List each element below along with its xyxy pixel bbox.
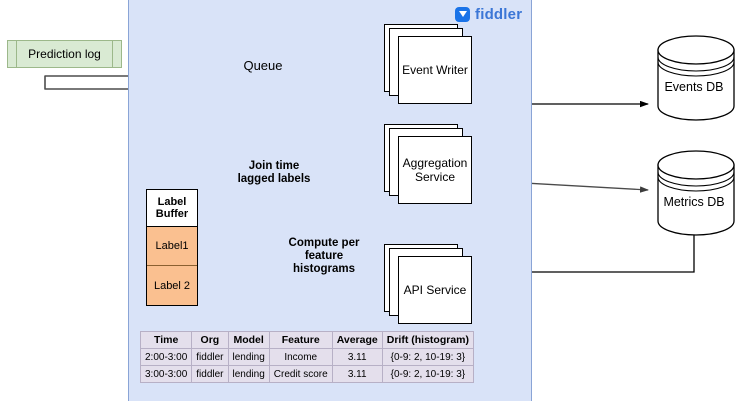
cell-time: 3:00-3:00 (139, 365, 193, 383)
cell-time: 2:00-3:00 (139, 348, 193, 366)
events-db-node: Events DB (656, 40, 732, 116)
metrics-table: Time Org Model Feature Average Drift (hi… (139, 331, 475, 383)
cell-feature: Income (268, 348, 333, 366)
table-row: 2:00-3:00 fiddler lending Income 3.11 {0… (139, 348, 475, 366)
cell-model: lending (227, 348, 270, 366)
cell-drift: {0-9: 2, 10-19: 3} (381, 365, 475, 383)
label-buffer: Label Buffer Label1 Label 2 (146, 189, 198, 306)
events-db-label: Events DB (664, 80, 724, 94)
api-service-node: API Service (384, 244, 476, 324)
queue-node: Queue (211, 34, 337, 96)
predlog-left-rule (16, 41, 17, 67)
fiddler-logo: fiddler (455, 3, 522, 25)
annotation-hist-line2: feature (304, 250, 344, 262)
cell-model: lending (227, 365, 270, 383)
brand-wordmark: fiddler (475, 5, 523, 23)
aggregation-service-node: Aggregation Service (384, 124, 476, 204)
annotation-join-line1: Join time (248, 160, 300, 172)
predlog-right-rule (112, 41, 113, 67)
cell-average: 3.11 (331, 365, 383, 383)
event-writer-node: Event Writer (384, 24, 476, 104)
label-buffer-title-line2: Buffer (155, 208, 189, 220)
cell-feature: Credit score (268, 365, 333, 383)
queue-label: Queue (243, 58, 283, 73)
cell-org: fiddler (191, 365, 229, 383)
cell-average: 3.11 (331, 348, 383, 366)
aggregation-label-line2: Service (414, 170, 455, 184)
label-buffer-title-line1: Label (157, 196, 187, 208)
prediction-log-box: Prediction log (7, 40, 122, 68)
prediction-log-label: Prediction log (28, 47, 101, 61)
column-header-drift: Drift (histogram) (381, 331, 475, 349)
column-header-feature: Feature (268, 331, 333, 349)
event-writer-label: Event Writer (398, 36, 472, 104)
cell-drift: {0-9: 2, 10-19: 3} (381, 348, 475, 366)
api-service-label: API Service (398, 256, 472, 324)
annotation-join-time-lagged-labels: Join time lagged labels (218, 160, 330, 186)
annotation-join-line2: lagged labels (237, 173, 311, 185)
annotation-hist-line1: Compute per (288, 237, 360, 249)
metrics-db-label: Metrics DB (663, 195, 725, 209)
fiddler-shield-icon (455, 6, 470, 22)
column-header-average: Average (331, 331, 383, 349)
table-header-row: Time Org Model Feature Average Drift (hi… (139, 331, 475, 349)
annotation-hist-line3: histograms (293, 263, 355, 275)
table-row: 3:00-3:00 fiddler lending Credit score 3… (139, 365, 475, 383)
label-buffer-title: Label Buffer (147, 190, 197, 227)
aggregation-service-label: Aggregation Service (398, 136, 472, 204)
metrics-db-to-api-service-connector (479, 230, 695, 276)
aggregation-label-line1: Aggregation (402, 156, 468, 170)
annotation-compute-histograms: Compute per feature histograms (272, 237, 376, 276)
column-header-time: Time (139, 331, 193, 349)
cell-org: fiddler (191, 348, 229, 366)
column-header-org: Org (191, 331, 229, 349)
metrics-db-node: Metrics DB (656, 155, 732, 231)
column-header-model: Model (227, 331, 270, 349)
label-buffer-row-2: Label 2 (147, 266, 197, 305)
label-buffer-row-1: Label1 (147, 227, 197, 266)
events-db-shape (657, 35, 735, 121)
metrics-db-shape (657, 150, 735, 236)
